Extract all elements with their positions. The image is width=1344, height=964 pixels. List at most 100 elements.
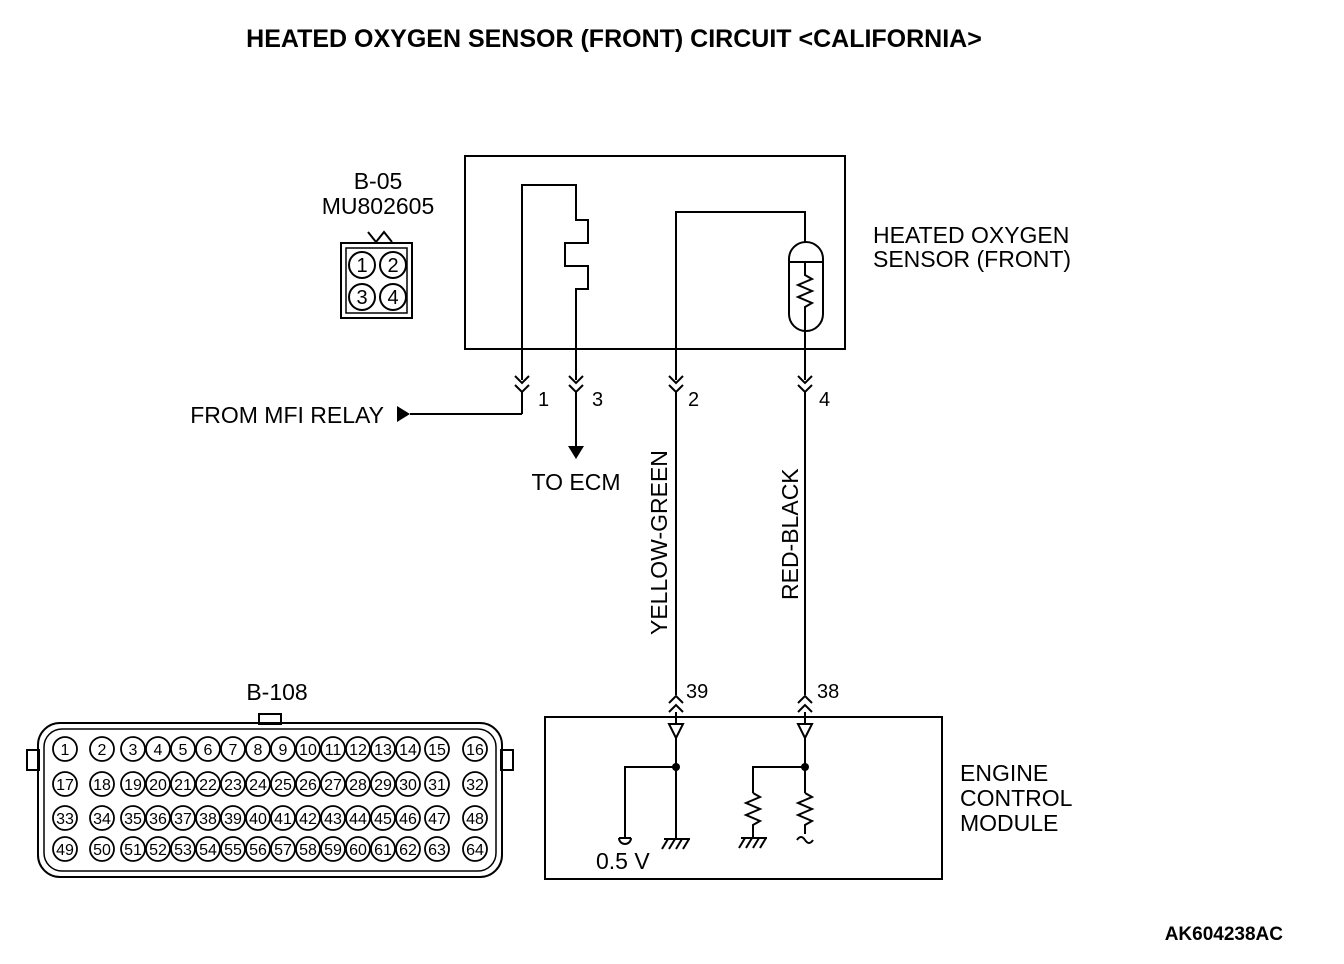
ecm-connector-pin	[345, 836, 371, 862]
ecm-connector-pin-label: 25	[274, 777, 292, 794]
ecm-connector-pin	[220, 836, 246, 862]
ecm-connector-pin-label: 61	[374, 842, 392, 859]
ecm-housing	[544, 716, 943, 880]
connector-pin-2	[379, 251, 407, 279]
ecm-connector-body	[37, 722, 503, 878]
ecm-connector-pin-label: 3	[129, 742, 138, 759]
sensor-connector-b05: B-05 MU802605 1 2 3 4	[322, 168, 435, 319]
ecm-connector-pin-label: 40	[249, 811, 267, 828]
ecm-connector-pin	[52, 805, 78, 831]
pin-label-3: 3	[592, 389, 603, 411]
ecm-connector-id: B-108	[246, 679, 307, 705]
ecm-connector-pin-label: 39	[224, 811, 242, 828]
ecm-connector-pin-label: 19	[124, 777, 142, 794]
ecm-connector-pin	[295, 736, 321, 762]
ecm-connector-pin-label: 46	[399, 811, 417, 828]
ecm-label-line2: CONTROL	[960, 785, 1073, 811]
ecm-connector-pin	[89, 805, 115, 831]
ecm-connector-pin-label: 9	[279, 742, 288, 759]
ecm-connector-pin	[345, 736, 371, 762]
ecm-connector-pin	[145, 836, 171, 862]
ecm-connector-pin	[89, 836, 115, 862]
reference-voltage: 0.5 V	[596, 848, 650, 874]
mfi-relay-wire: FROM MFI RELAY	[190, 392, 523, 428]
ecm-connector-pin-label: 48	[466, 811, 484, 828]
ecm-connector-pin	[424, 836, 450, 862]
ecm-connector-pin-label: 53	[174, 842, 192, 859]
connector-pin-4	[379, 283, 407, 311]
ecm-connector-pin-label: 59	[324, 842, 342, 859]
ecm-connector-pin	[370, 836, 396, 862]
to-ecm-arrow-icon	[568, 446, 584, 459]
ecm-connector-pin	[295, 771, 321, 797]
ecm-connector-pin-label: 1	[61, 742, 70, 759]
ecm-connector-pin	[195, 805, 221, 831]
ecm-connector-pin-label: 64	[466, 842, 484, 859]
relay-arrow-icon	[397, 406, 410, 422]
ecm-connector-pin	[220, 736, 246, 762]
ecm-connector-pin	[462, 805, 488, 831]
ecm-connector-pin	[170, 771, 196, 797]
ecm-connector-pin-label: 58	[299, 842, 317, 859]
pin-label-1: 1	[538, 389, 549, 411]
ecm-connector-pin	[52, 836, 78, 862]
ecm-connector-pin	[270, 836, 296, 862]
ecm-connector-pin	[52, 771, 78, 797]
ecm-connector-pin-label: 18	[93, 777, 111, 794]
ecm-label-line1: ENGINE	[960, 760, 1048, 786]
diagram-title: HEATED OXYGEN SENSOR (FRONT) CIRCUIT <CA…	[246, 25, 982, 53]
svg-text:2: 2	[387, 255, 398, 277]
ecm-connector-pin-label: 47	[428, 811, 446, 828]
sensor-connector-part-number: MU802605	[322, 193, 435, 219]
ecm-connector-pin	[395, 836, 421, 862]
ecm-connector-pin	[270, 805, 296, 831]
ecm-connector-pin-label: 34	[93, 811, 111, 828]
figure-code: AK604238AC	[1165, 924, 1284, 945]
ecm-connector-pin	[462, 736, 488, 762]
ecm-connector-pin-label: 28	[349, 777, 367, 794]
ecm-connector-pin-label: 41	[274, 811, 292, 828]
connector-pin-1	[348, 251, 376, 279]
ecm-connector-pin	[220, 805, 246, 831]
ecm-connector-pin-label: 13	[374, 742, 392, 759]
ecm-connector-pin	[345, 771, 371, 797]
ecm-connector-pin-label: 57	[274, 842, 292, 859]
pin-label-2: 2	[688, 389, 699, 411]
ecm-connector-pin	[195, 736, 221, 762]
ecm-connector-pin	[424, 736, 450, 762]
ecm-connector-pin	[395, 771, 421, 797]
oxygen-sensor: HEATED OXYGEN SENSOR (FRONT)	[464, 155, 1071, 380]
ecm-connector-pin-label: 33	[56, 811, 74, 828]
sensor-label-line1: HEATED OXYGEN	[873, 222, 1069, 248]
ecm-connector-pin-label: 30	[399, 777, 417, 794]
ecm-connector-pin-label: 15	[428, 742, 446, 759]
heater-element	[521, 184, 589, 380]
ecm-connector-pin-label: 6	[204, 742, 213, 759]
ecm-connector-pin-label: 42	[299, 811, 317, 828]
ecm-connector-pin	[220, 771, 246, 797]
ecm-pin-label-39: 39	[686, 681, 708, 703]
harness-wires: YELLOW-GREEN RED-BLACK 39 38	[646, 392, 839, 713]
ecm-connector-pin	[395, 805, 421, 831]
ecm-connector-pin-label: 26	[299, 777, 317, 794]
ecm-connector-pin	[345, 805, 371, 831]
ecm-connector-pin	[89, 736, 115, 762]
ecm-connector-pin-label: 49	[56, 842, 74, 859]
svg-text:1: 1	[356, 255, 367, 277]
ecm-connector-pin-label: 38	[199, 811, 217, 828]
ecm-connector-pin	[370, 736, 396, 762]
ecm-connector-pin	[120, 805, 146, 831]
ecm-connector-pin-label: 14	[399, 742, 417, 759]
ecm-connector-pin-label: 32	[466, 777, 484, 794]
ecm-connector-pin	[120, 836, 146, 862]
ecm-connector-pin-label: 29	[374, 777, 392, 794]
ecm-connector-pin	[245, 805, 271, 831]
ecm-connector-pin	[145, 771, 171, 797]
ecm-connector-pin-label: 7	[229, 742, 238, 759]
ecm-connector-pin	[170, 836, 196, 862]
svg-text:4: 4	[387, 287, 398, 309]
ecm-connector-pin	[295, 836, 321, 862]
